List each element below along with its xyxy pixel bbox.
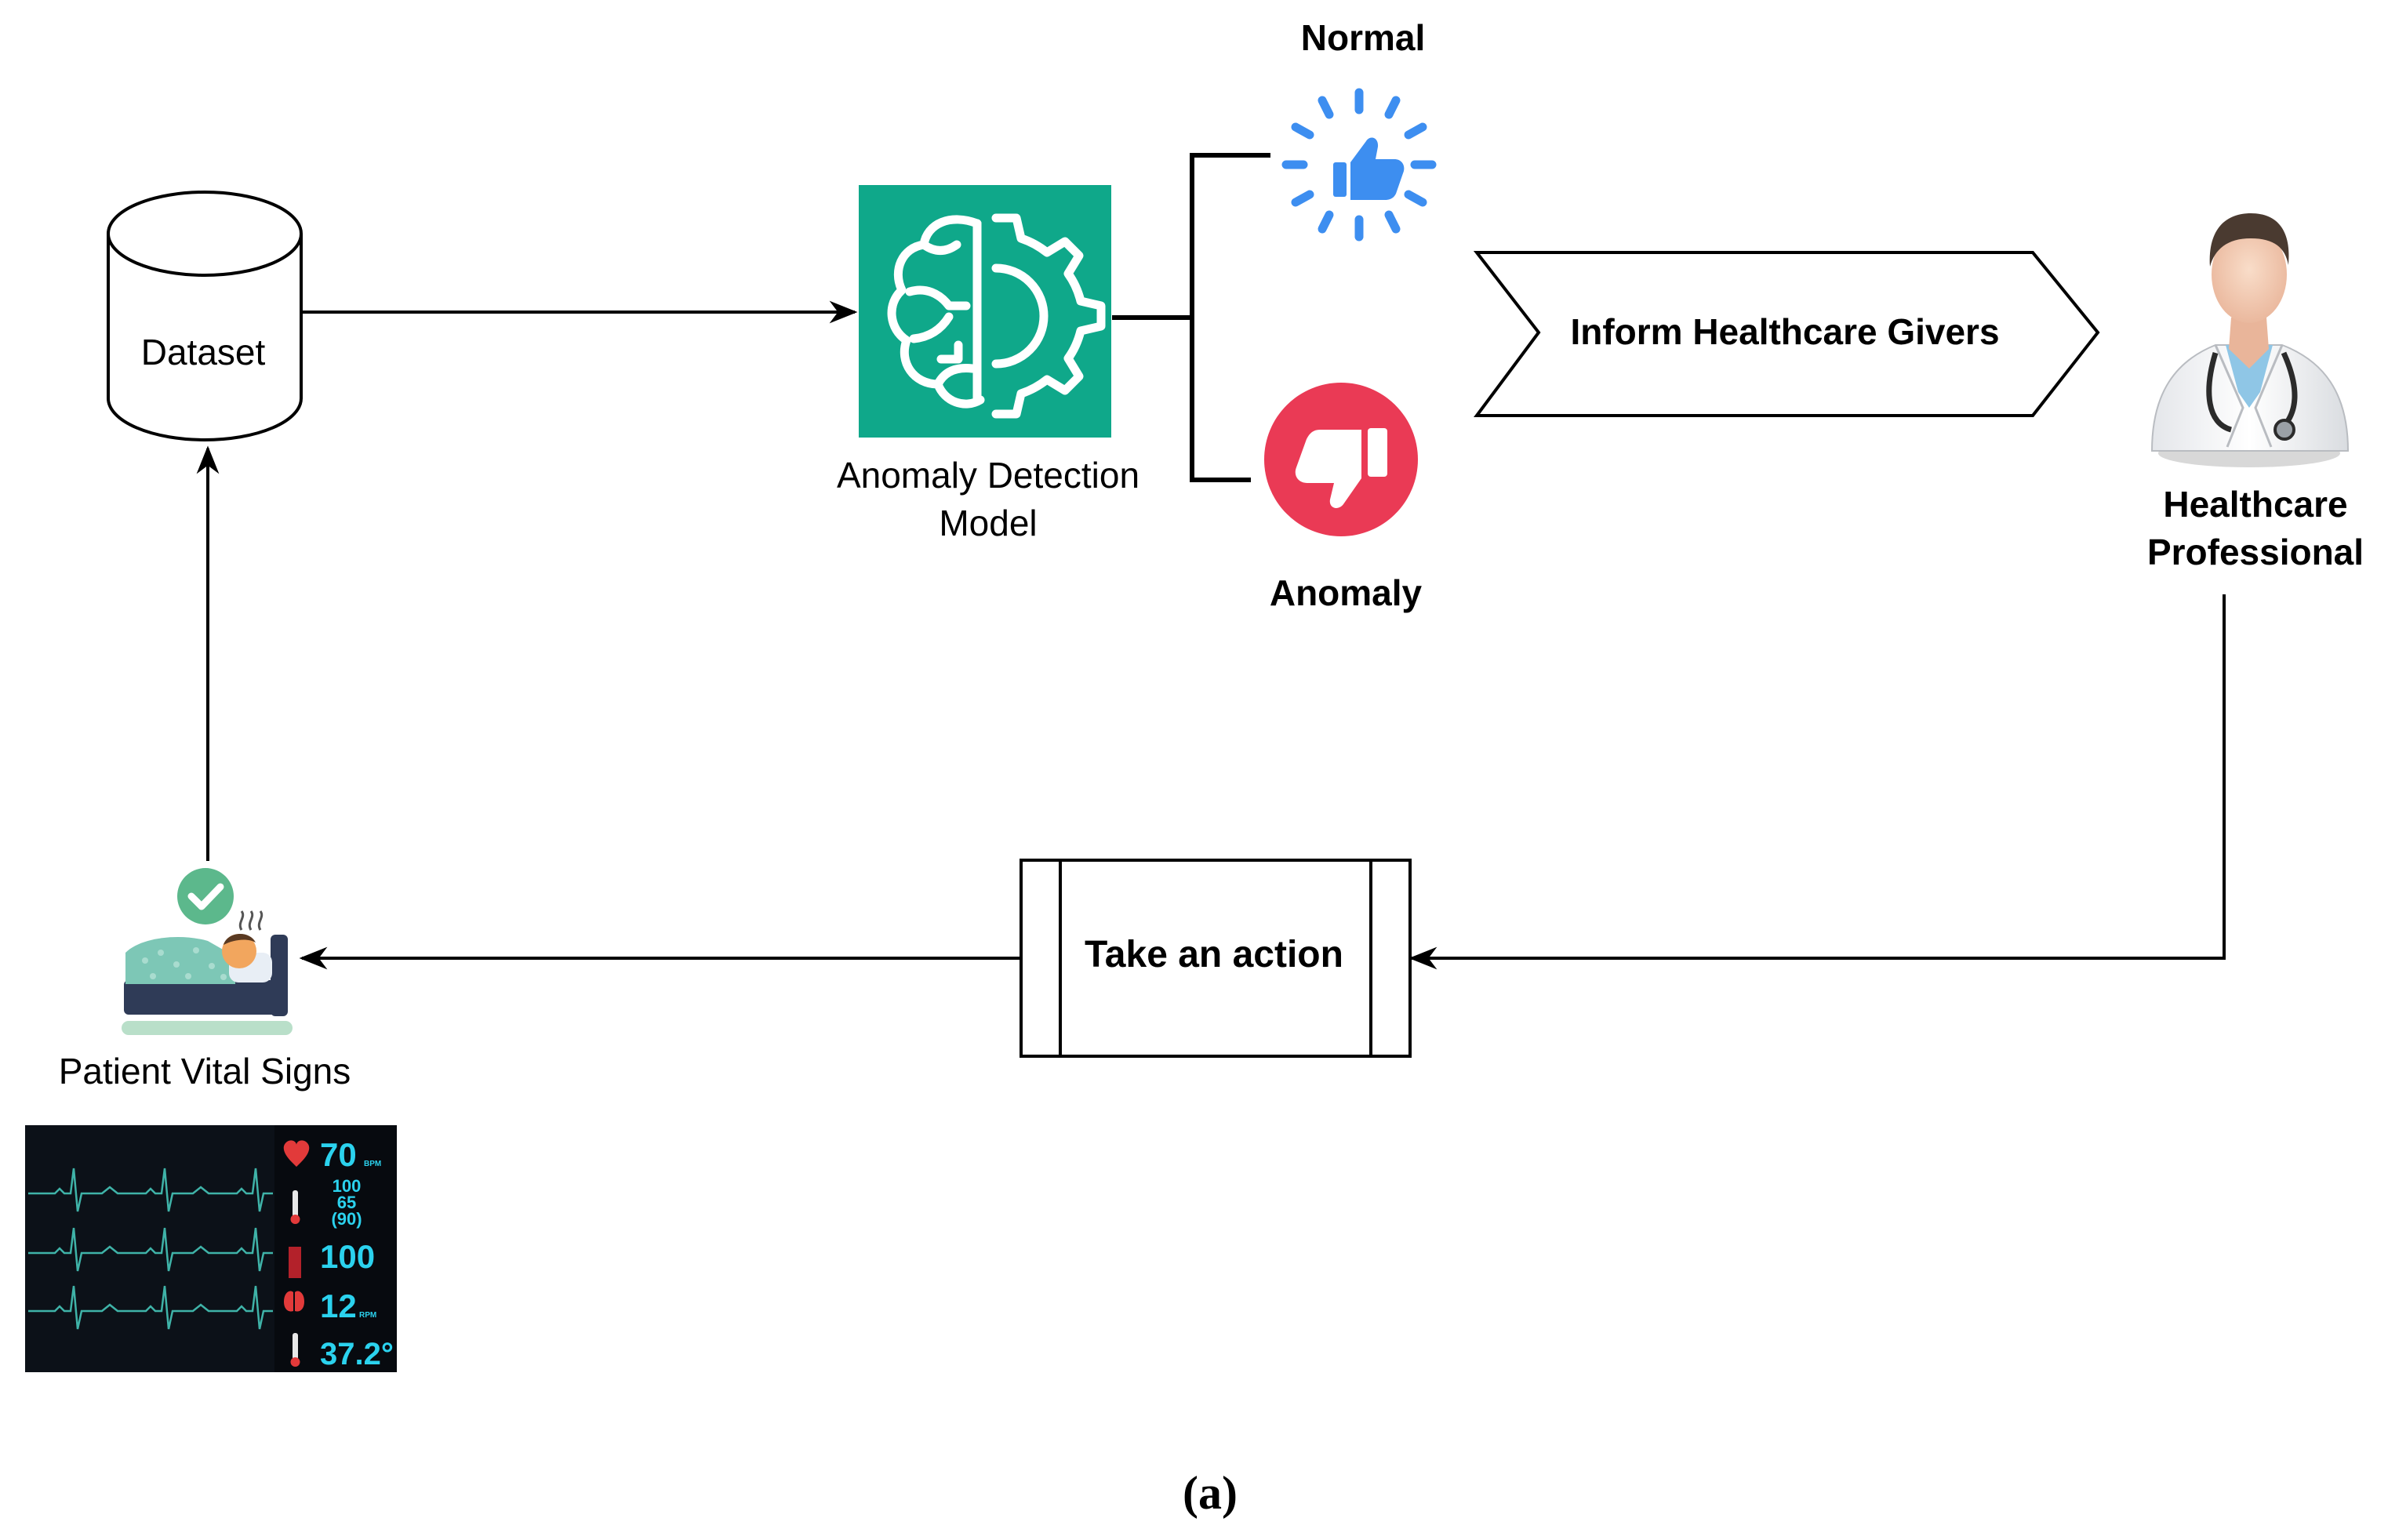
patient-label: Patient Vital Signs [59,1051,351,1091]
heart-icon [283,1140,310,1167]
spo2-bar-icon [289,1247,301,1278]
doctor-avatar-icon [2150,213,2350,467]
action-label: Take an action [1085,934,1343,975]
edge-branch-to-anomaly [1190,318,1251,482]
temp-value: 37.2° [320,1337,394,1371]
edge-professional-to-action [1408,594,2226,970]
resp-value: 12 [320,1288,357,1324]
pulse-unit: BPM [364,1160,381,1168]
spo2-value: 100 [320,1238,375,1275]
inform-node: Inform Healthcare Givers [1473,251,2100,417]
monitor-readout-icons [283,1140,310,1367]
professional-node: Healthcare Professional [2147,213,2364,572]
edge-branch-to-normal [1190,153,1270,318]
action-node: Take an action [1020,859,1412,1058]
model-label-line2: Model [939,503,1037,543]
temp-thermometer-icon [293,1333,298,1360]
resp-unit: RPM [359,1311,376,1320]
thumbs-down-icon [1295,428,1387,508]
bp-thermometer-icon [293,1190,298,1217]
ecg-traces [28,1168,273,1330]
anomaly-label: Anomaly [1270,572,1423,613]
lungs-icon [284,1291,304,1312]
brain-gear-icon [887,213,1106,419]
professional-label-line1: Healthcare [2163,484,2347,525]
edges [196,153,2226,970]
dataset-cylinder [107,234,303,441]
dataset-node: Dataset [107,191,303,441]
normal-label: Normal [1301,17,1425,58]
anomaly-node: Anomaly [1264,383,1423,613]
pulse-value: 70 [320,1136,357,1173]
bp-systolic: 100 [333,1176,362,1196]
bp-mean: (90) [331,1209,362,1229]
check-badge-icon [177,868,234,924]
action-box [1020,859,1412,1058]
inform-chevron [1473,251,2100,417]
patient-in-bed-icon [122,868,293,1035]
bp-diastolic: 65 [337,1193,356,1212]
dataset-cylinder-top [107,191,303,277]
figure-caption: (a) [1183,1467,1238,1519]
model-node: Anomaly Detection Model [837,185,1139,543]
professional-label-line2: Professional [2147,532,2364,572]
model-icon-tile [859,185,1111,438]
patient-node: Patient Vital Signs [59,868,351,1091]
inform-label: Inform Healthcare Givers [1570,311,1999,352]
vital-monitor: 70 BPM 100 65 (90) 100 12 RPM 37.2° [25,1125,397,1372]
thumbs-up-burst-icon [1281,88,1437,242]
dataset-label: Dataset [141,332,266,372]
model-label-line1: Anomaly Detection [837,455,1139,496]
normal-node: Normal [1281,17,1437,242]
